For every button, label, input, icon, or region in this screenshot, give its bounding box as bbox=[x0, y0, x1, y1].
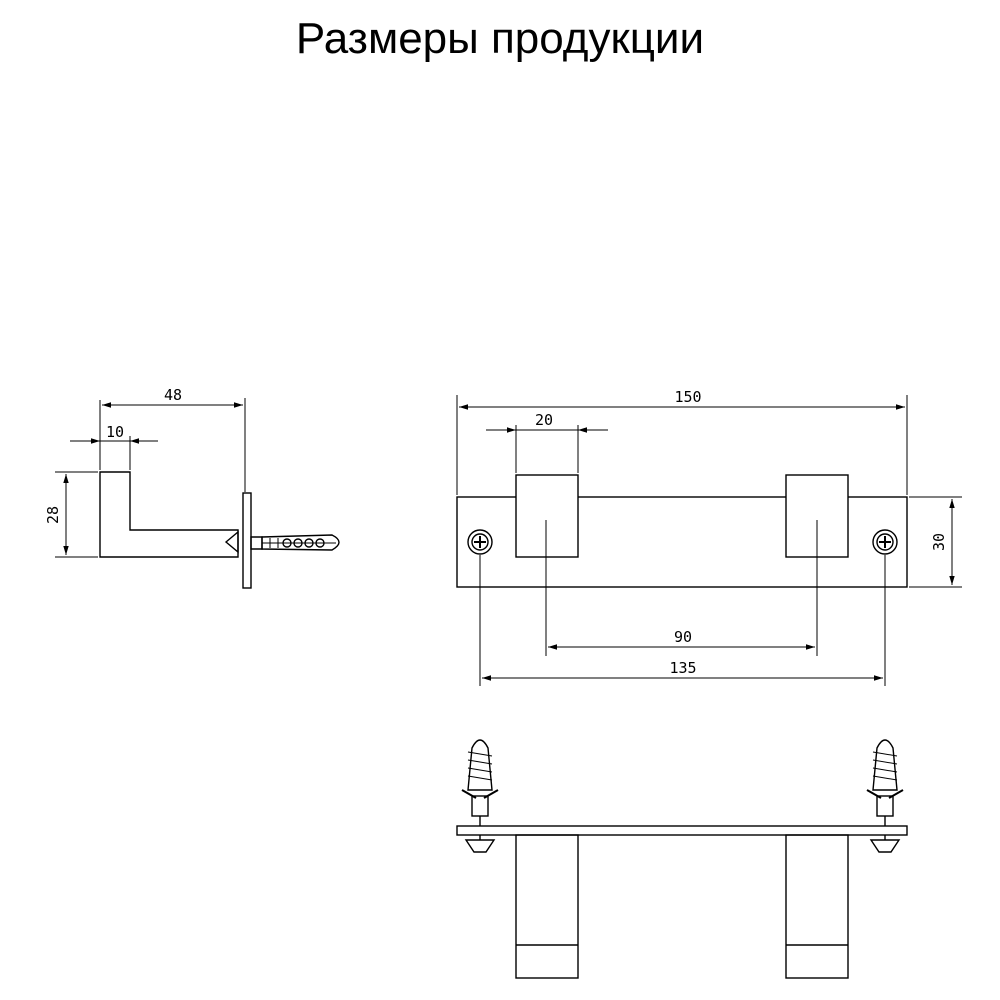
top-plate bbox=[456, 825, 908, 836]
dim-label-front-hole-spacing: 135 bbox=[669, 659, 696, 677]
front-extension-lines bbox=[456, 395, 962, 686]
dim-label-front-length: 150 bbox=[674, 388, 701, 406]
dim-label-side-flange: 10 bbox=[106, 423, 124, 441]
top-hook-left bbox=[515, 834, 579, 979]
front-hook-left bbox=[515, 474, 579, 558]
side-dowel bbox=[261, 534, 340, 551]
front-plate bbox=[456, 496, 908, 588]
side-wall-plate bbox=[242, 492, 252, 589]
front-screw-right bbox=[872, 529, 898, 555]
dim-label-front-hook-spacing: 90 bbox=[674, 628, 692, 646]
top-hook-right bbox=[785, 834, 849, 979]
top-dowel-left bbox=[461, 739, 499, 853]
page-title: Размеры продукции bbox=[295, 14, 705, 63]
side-view bbox=[55, 398, 340, 589]
front-view bbox=[456, 395, 962, 686]
top-dowel-right bbox=[866, 739, 904, 853]
dim-label-side-width: 48 bbox=[164, 386, 182, 404]
front-screw-left bbox=[467, 529, 493, 555]
side-extension-lines bbox=[55, 398, 246, 558]
side-hook-profile bbox=[99, 471, 239, 558]
dim-label-side-height: 28 bbox=[44, 506, 62, 524]
top-view bbox=[456, 739, 908, 979]
dim-label-front-height: 30 bbox=[930, 533, 948, 551]
dim-label-front-hook-width: 20 bbox=[535, 411, 553, 429]
